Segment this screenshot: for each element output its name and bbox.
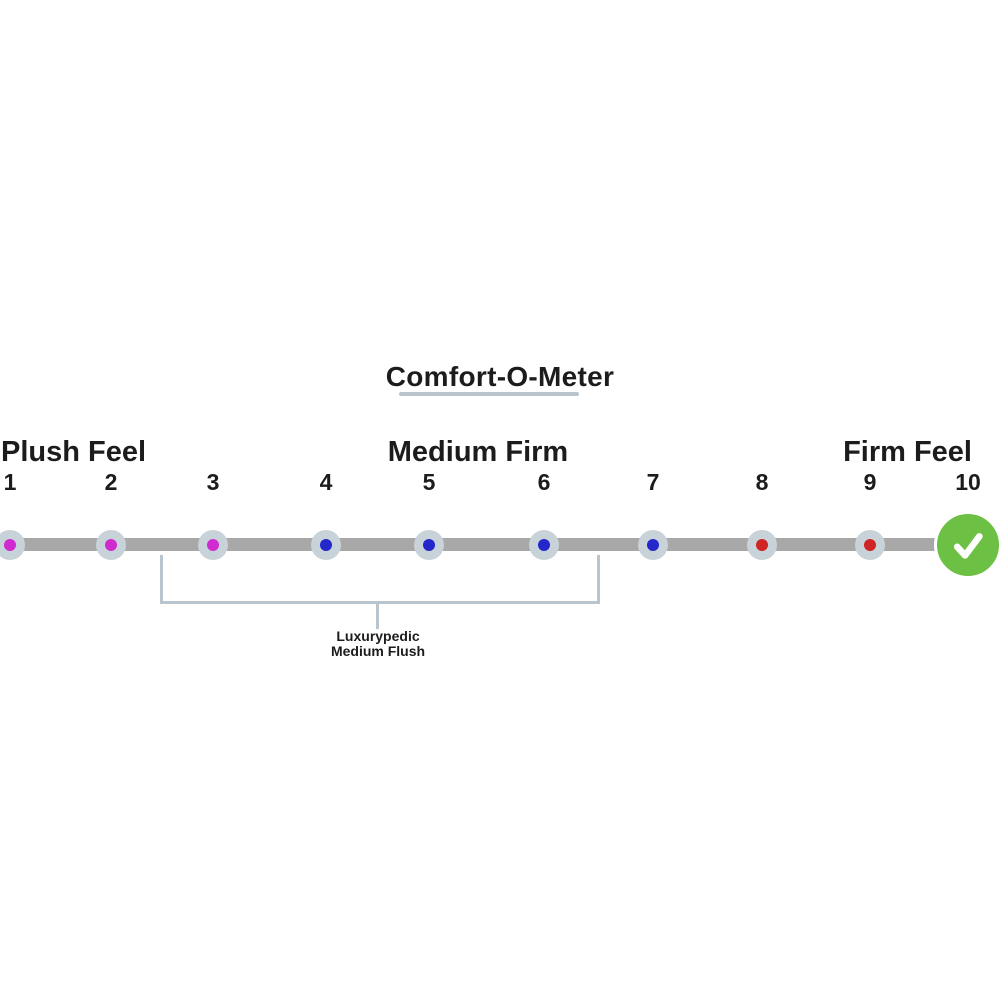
scale-dot-1 (0, 530, 25, 560)
bracket-bottom-line (160, 601, 600, 604)
scale-dot-8 (747, 530, 777, 560)
check-icon (934, 511, 1000, 579)
bracket-right-line (597, 555, 600, 604)
annotation-line-2: Medium Flush (330, 642, 426, 659)
scale-dot-core-3 (207, 539, 219, 551)
scale-dot-4 (311, 530, 341, 560)
bracket-left-line (160, 555, 163, 604)
scale-dot-2 (96, 530, 126, 560)
scale-number-4: 4 (319, 469, 333, 495)
scale-number-6: 6 (537, 469, 551, 495)
annotation-label: Luxurypedic Medium Flush (278, 629, 478, 658)
scale-dot-core-4 (320, 539, 332, 551)
label-firm-feel: Firm Feel (843, 436, 972, 468)
scale-number-8: 8 (755, 469, 769, 495)
scale-dot-core-9 (864, 539, 876, 551)
scale-number-1: 1 (3, 469, 17, 495)
scale-dot-core-6 (538, 539, 550, 551)
label-medium-firm: Medium Firm (387, 436, 569, 468)
bracket-stem-line (376, 604, 379, 629)
scale-dot-core-2 (105, 539, 117, 551)
scale-number-5: 5 (422, 469, 436, 495)
scale-dot-core-1 (4, 539, 16, 551)
scale-dot-core-8 (756, 539, 768, 551)
label-plush-feel: Plush Feel (1, 436, 147, 468)
page-title: Comfort-O-Meter (385, 361, 615, 392)
scale-number-9: 9 (863, 469, 877, 495)
meter-bar (0, 538, 1000, 551)
scale-dot-3 (198, 530, 228, 560)
scale-number-2: 2 (104, 469, 118, 495)
scale-dot-5 (414, 530, 444, 560)
scale-dot-9 (855, 530, 885, 560)
scale-dot-7 (638, 530, 668, 560)
scale-number-7: 7 (646, 469, 660, 495)
scale-number-10: 10 (955, 469, 981, 495)
title-underline (399, 392, 579, 396)
scale-dot-core-5 (423, 539, 435, 551)
annotation-line-1: Luxurypedic (336, 628, 420, 644)
scale-number-3: 3 (206, 469, 220, 495)
scale-dot-core-7 (647, 539, 659, 551)
scale-dot-6 (529, 530, 559, 560)
